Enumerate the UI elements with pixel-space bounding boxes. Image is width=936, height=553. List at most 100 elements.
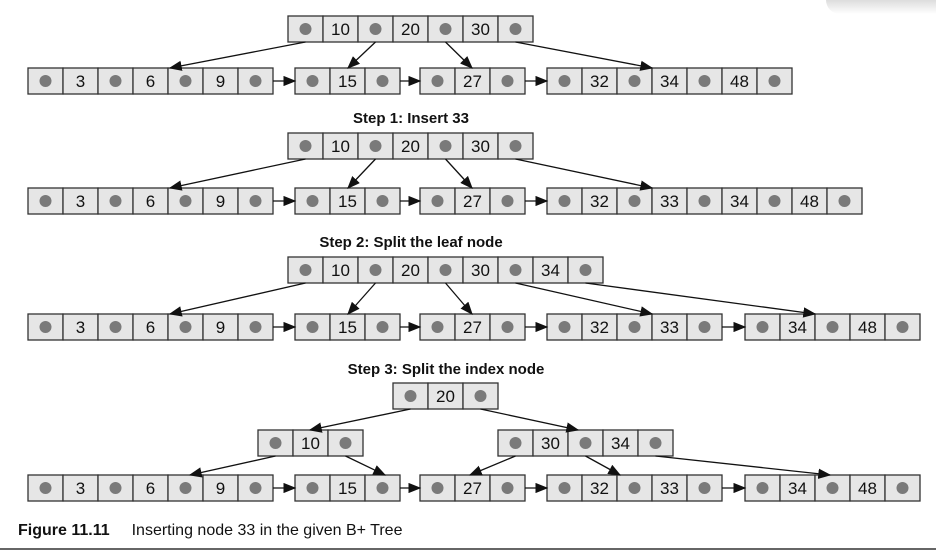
pointer-dot-icon — [306, 321, 319, 333]
key-label: 27 — [463, 72, 482, 91]
pointer-dot-icon — [376, 482, 389, 494]
pointer-dot-icon — [249, 75, 262, 87]
key-label: 9 — [216, 318, 225, 337]
pointer-dot-icon — [579, 437, 592, 449]
pointer-dot-icon — [509, 264, 522, 276]
key-cell — [132, 67, 169, 95]
pointer-dot-icon — [826, 321, 839, 333]
pointer-dot-icon — [474, 390, 487, 402]
leaf-node: 34 48 — [744, 313, 921, 341]
leaf-node: 32 33 — [546, 313, 723, 341]
key-cell — [462, 15, 499, 43]
pointer-dot-icon — [896, 321, 909, 333]
key-label: 6 — [146, 479, 155, 498]
key-cell — [132, 313, 169, 341]
child-pointer-arrow — [445, 41, 473, 69]
key-label: 34 — [730, 192, 749, 211]
key-label: 6 — [146, 318, 155, 337]
pointer-dot-icon — [628, 75, 641, 87]
key-label: 3 — [76, 318, 85, 337]
pointer-dot-icon — [628, 321, 641, 333]
index-node: 10 — [257, 429, 364, 457]
key-label: 30 — [471, 20, 490, 39]
pointer-dot-icon — [756, 321, 769, 333]
pointer-dot-icon — [179, 75, 192, 87]
pointer-dot-icon — [39, 75, 52, 87]
key-label: 10 — [301, 434, 320, 453]
pointer-dot-icon — [698, 482, 711, 494]
leaf-node: 15 — [294, 313, 401, 341]
key-label: 20 — [436, 387, 455, 406]
pointer-dot-icon — [439, 140, 452, 152]
key-label: 27 — [463, 318, 482, 337]
key-cell — [651, 67, 688, 95]
child-pointer-arrow — [515, 158, 654, 191]
child-pointer-arrow — [347, 41, 376, 69]
key-label: 34 — [788, 318, 807, 337]
child-pointer-arrow — [168, 41, 306, 71]
pointer-dot-icon — [698, 321, 711, 333]
pointer-dot-icon — [249, 195, 262, 207]
pointer-dot-icon — [826, 482, 839, 494]
key-cell — [62, 313, 99, 341]
leaf-node: 27 — [419, 474, 526, 502]
child-pointer-arrow — [585, 455, 622, 476]
key-cell — [202, 474, 239, 502]
key-label: 32 — [590, 318, 609, 337]
key-cell — [651, 187, 688, 215]
key-cell — [721, 187, 758, 215]
pointer-dot-icon — [431, 321, 444, 333]
pointer-dot-icon — [109, 75, 122, 87]
child-pointer-arrow — [515, 41, 654, 71]
pointer-cell — [637, 429, 674, 457]
key-cell — [779, 474, 816, 502]
key-cell — [532, 429, 569, 457]
key-cell — [62, 474, 99, 502]
pointer-dot-icon — [39, 482, 52, 494]
key-cell — [651, 313, 688, 341]
pointer-dot-icon — [109, 195, 122, 207]
pointer-dot-icon — [628, 195, 641, 207]
child-pointer-arrow — [468, 455, 516, 476]
pointer-dot-icon — [376, 75, 389, 87]
key-cell — [329, 313, 366, 341]
key-label: 48 — [858, 318, 877, 337]
key-label: 32 — [590, 72, 609, 91]
pointer-dot-icon — [249, 321, 262, 333]
key-label: 6 — [146, 72, 155, 91]
key-label: 34 — [541, 261, 560, 280]
key-cell — [202, 67, 239, 95]
pointer-dot-icon — [339, 437, 352, 449]
pointer-dot-icon — [404, 390, 417, 402]
pointer-dot-icon — [768, 75, 781, 87]
pointer-dot-icon — [299, 23, 312, 35]
pointer-dot-icon — [179, 482, 192, 494]
key-cell — [779, 313, 816, 341]
child-pointer-arrow — [445, 282, 473, 315]
pointer-dot-icon — [249, 482, 262, 494]
corner-shadow — [826, 0, 936, 14]
figure-text: Inserting node 33 in the given B+ Tree — [131, 522, 403, 539]
child-pointer-arrow — [655, 455, 832, 479]
key-label: 15 — [338, 318, 357, 337]
key-label: 9 — [216, 192, 225, 211]
key-label: 10 — [331, 261, 350, 280]
child-pointer-arrow — [168, 282, 306, 317]
pointer-cell — [327, 429, 364, 457]
leaf-node: 27 — [419, 313, 526, 341]
key-label: 33 — [660, 192, 679, 211]
pointer-dot-icon — [558, 482, 571, 494]
key-label: 3 — [76, 479, 85, 498]
key-label: 6 — [146, 192, 155, 211]
key-label: 33 — [660, 318, 679, 337]
pointer-dot-icon — [501, 75, 514, 87]
pointer-dot-icon — [431, 75, 444, 87]
pointer-dot-icon — [768, 195, 781, 207]
key-label: 15 — [338, 192, 357, 211]
